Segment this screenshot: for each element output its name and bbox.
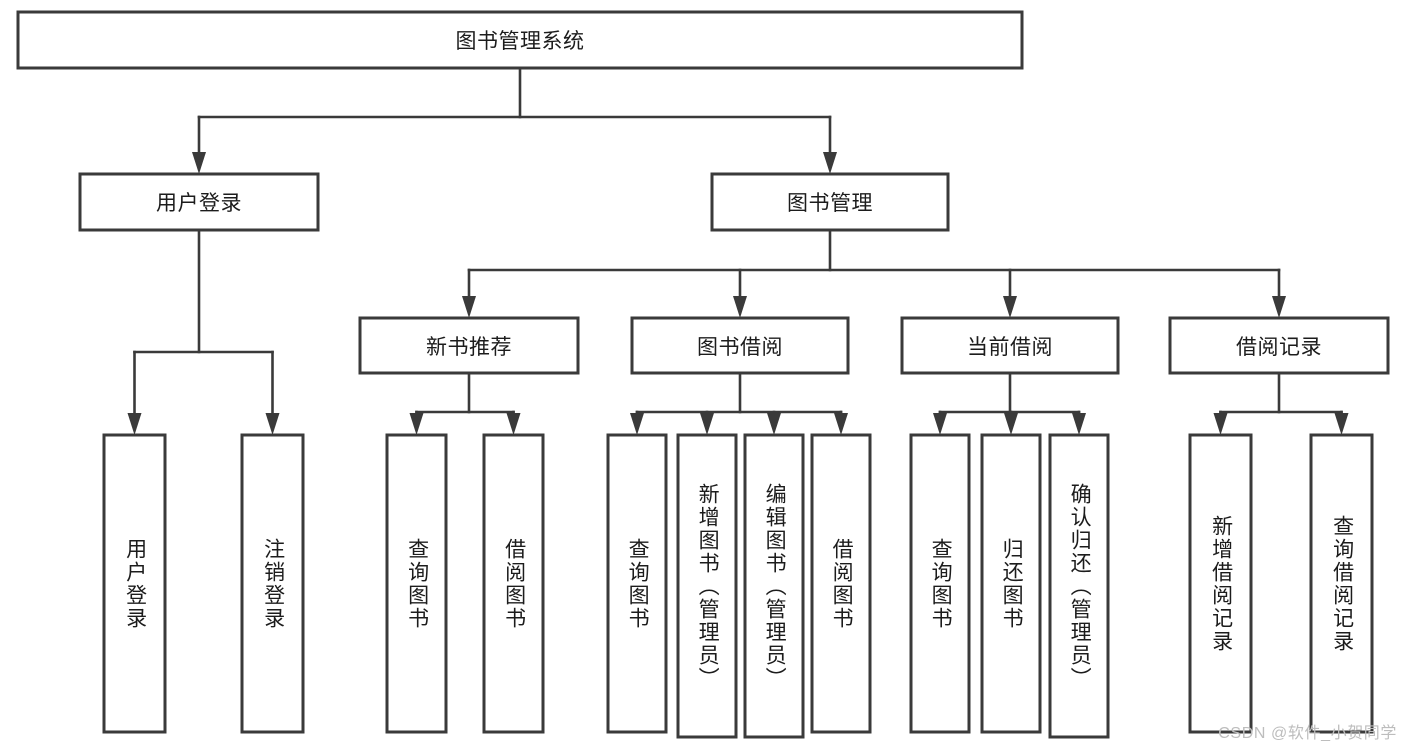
node-box-leaf-5[interactable] bbox=[676, 433, 738, 739]
arrow-head-icon bbox=[1072, 413, 1086, 435]
node-box-leaf-10[interactable] bbox=[1048, 433, 1110, 739]
arrow-head-icon bbox=[409, 413, 424, 435]
node-box-level3-2[interactable] bbox=[900, 316, 1120, 375]
arrow-head-icon bbox=[1003, 296, 1017, 318]
arrow-head-icon bbox=[630, 413, 644, 435]
node-box-leaf-4[interactable] bbox=[606, 433, 668, 734]
arrow-head-icon bbox=[1272, 296, 1286, 318]
arrow-head-icon bbox=[127, 413, 142, 435]
node-box-level2-0[interactable] bbox=[78, 172, 320, 232]
node-box-root-0[interactable] bbox=[16, 10, 1024, 70]
arrow-head-icon bbox=[700, 413, 714, 435]
arrow-head-icon bbox=[733, 296, 747, 318]
arrow-head-icon bbox=[823, 152, 837, 174]
node-box-leaf-3[interactable] bbox=[482, 433, 545, 734]
arrow-head-icon bbox=[265, 413, 280, 435]
node-box-level3-3[interactable] bbox=[1168, 316, 1390, 375]
arrow-head-icon bbox=[192, 152, 206, 174]
node-box-level2-1[interactable] bbox=[710, 172, 950, 232]
box-layer bbox=[16, 10, 1390, 739]
node-box-leaf-6[interactable] bbox=[743, 433, 805, 739]
node-box-leaf-12[interactable] bbox=[1309, 433, 1374, 734]
arrow-head-icon bbox=[506, 413, 521, 435]
node-box-leaf-11[interactable] bbox=[1188, 433, 1253, 734]
node-box-leaf-1[interactable] bbox=[240, 433, 305, 734]
node-box-level3-0[interactable] bbox=[358, 316, 580, 375]
node-box-leaf-2[interactable] bbox=[385, 433, 448, 734]
node-box-leaf-7[interactable] bbox=[810, 433, 872, 734]
node-box-leaf-0[interactable] bbox=[102, 433, 167, 734]
arrow-head-icon bbox=[1334, 413, 1349, 435]
node-box-level3-1[interactable] bbox=[630, 316, 850, 375]
connector-layer bbox=[127, 66, 1349, 435]
arrow-head-icon bbox=[767, 413, 781, 435]
node-box-leaf-9[interactable] bbox=[980, 433, 1042, 734]
arrow-head-icon bbox=[1004, 413, 1018, 435]
node-box-leaf-8[interactable] bbox=[909, 433, 971, 734]
arrow-head-icon bbox=[1213, 413, 1228, 435]
arrow-head-icon bbox=[834, 413, 848, 435]
arrow-head-icon bbox=[933, 413, 947, 435]
watermark-text: CSDN @软件_小贺同学 bbox=[1218, 725, 1397, 742]
arrow-head-icon bbox=[462, 296, 476, 318]
